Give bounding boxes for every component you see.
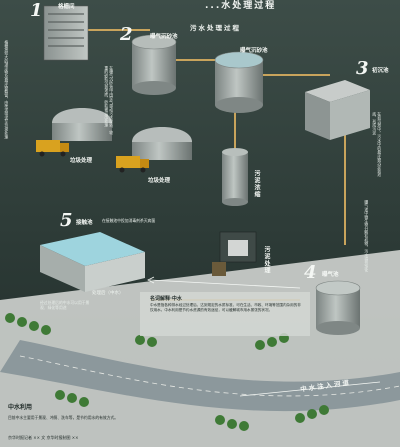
step-number-3: 3	[356, 58, 369, 79]
step-number-2: 2	[120, 24, 133, 45]
description-1: 格栅将较大的漂浮物及悬浮物截留，由传送带送至垃圾处理	[4, 40, 10, 139]
aeration-basin-label: 曝气沉砂池	[240, 48, 268, 54]
sludge-process-label: 污泥处理	[263, 246, 270, 274]
step-number-1: 1	[30, 0, 43, 21]
aeration-basin	[214, 51, 264, 113]
garbage-domes	[52, 108, 192, 160]
term-box: 名词解释·中水 中水是指各种排水经过处理后，达到规定的水质标准，可在生活、市政、…	[140, 292, 310, 336]
step-label-1: 格栅间	[58, 4, 75, 10]
description-2: 在曝气沉砂池中由空气带动污水旋转，较重的砂粒沉到池底，砂粒被运出处理	[104, 66, 115, 135]
sludge-machine	[212, 231, 257, 276]
road-lane	[19, 355, 400, 397]
reclaimed-arrow-label: 处理后（中水）	[92, 291, 124, 296]
header-title: ...水处理过程	[205, 1, 277, 11]
aeration-tank	[315, 280, 361, 335]
description-6: 经过处理后的中水可以用于景观、绿化等用途	[40, 300, 90, 310]
footer-credit: 京华时报记者 ×× 文 京华时报制图 ××	[8, 435, 79, 440]
description-4: 曝气池中微生物分解有机物，污水得到净化	[364, 200, 370, 273]
diagram-title: 污水处理过程	[190, 24, 241, 32]
description-3: 在初沉池中，污水中的悬浮物沉淀到池底，形成污泥	[372, 112, 383, 177]
step-number-5: 5	[60, 210, 73, 231]
contact-tank	[40, 232, 145, 292]
term-title: 名词解释·中水	[150, 296, 182, 302]
step-number-4: 4	[304, 262, 317, 283]
screen-house	[43, 5, 89, 61]
step-label-2: 曝气沉砂池	[150, 34, 178, 40]
garbage-label-2: 垃圾处理	[148, 178, 171, 184]
step-label-5: 接触池	[76, 220, 93, 226]
step-label-4: 曝气池	[322, 272, 339, 278]
road	[0, 340, 400, 412]
sludge-thickener	[222, 148, 248, 206]
step-label-3: 初沉池	[372, 68, 389, 74]
footer-body: 目前中水主要用于景观、冲厕、洗车等，是节约用水的有效方式。	[8, 415, 119, 420]
primary-settling	[305, 80, 370, 140]
arrow-head-reclaimed	[147, 276, 155, 284]
garbage-trucks	[36, 140, 149, 173]
garbage-label-1: 垃圾处理	[70, 158, 93, 164]
grit-chamber	[131, 34, 177, 95]
sludge-thicken-label: 污泥浓缩	[253, 170, 260, 198]
term-body: 中水是指各种排水经过处理后，达到规定的水质标准，可在生活、市政、环境等范围内杂用…	[150, 303, 301, 312]
description-5: 在接触池中投加消毒剂杀灭病菌	[102, 218, 156, 223]
flow-arrows	[147, 276, 381, 397]
trees	[5, 313, 329, 431]
footer-section-title: 中水利用	[8, 404, 33, 411]
arrow-to-river	[239, 381, 381, 397]
arrow-to-reclaimed	[149, 279, 301, 289]
